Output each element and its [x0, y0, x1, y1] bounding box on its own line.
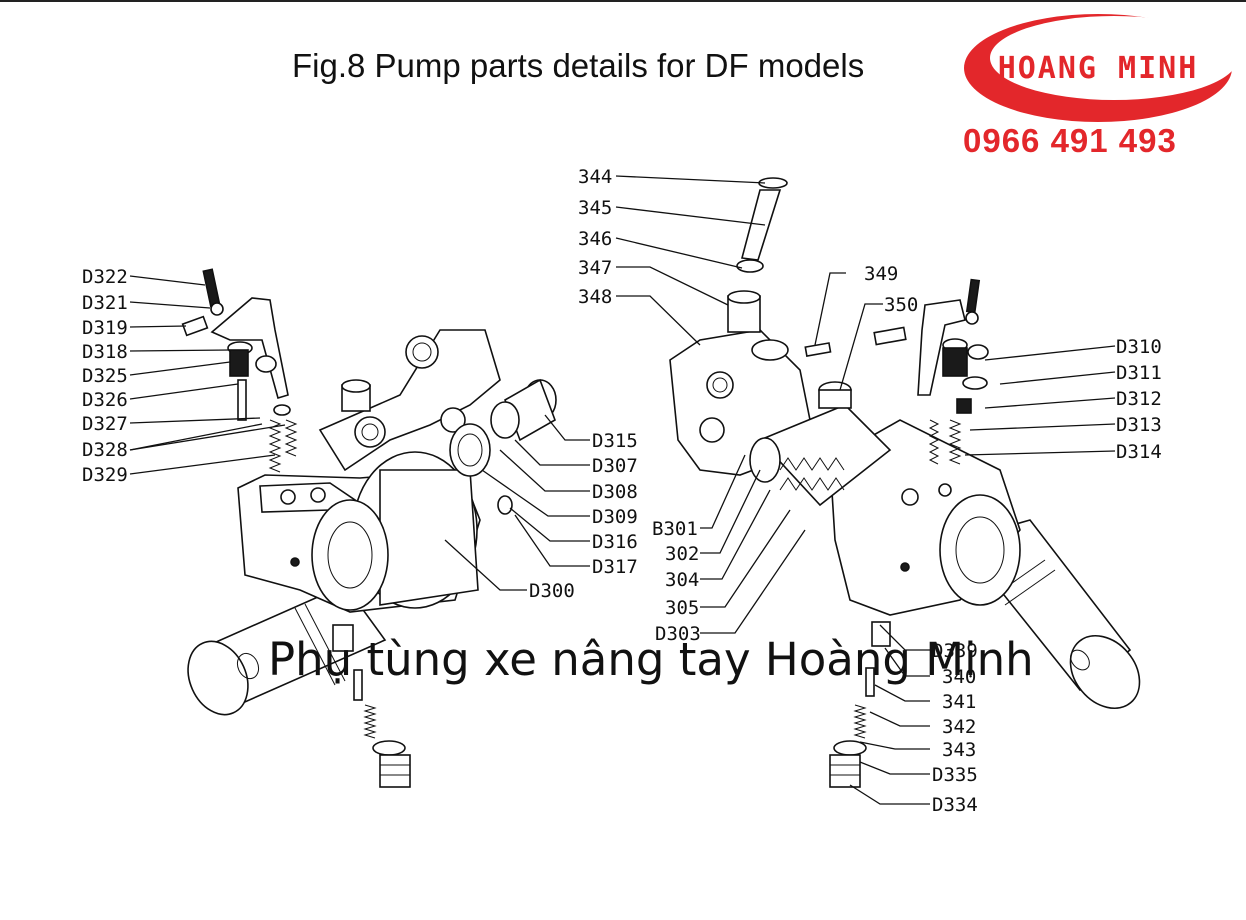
label-d310: D310	[1116, 336, 1162, 358]
label-302: 302	[665, 543, 699, 565]
label-d303: D303	[655, 623, 701, 645]
label-d321: D321	[82, 292, 128, 314]
label-305: 305	[665, 597, 699, 619]
label-349: 349	[864, 263, 898, 285]
label-348: 348	[578, 286, 612, 308]
label-d311: D311	[1116, 362, 1162, 384]
label-344: 344	[578, 166, 612, 188]
label-d319: D319	[82, 317, 128, 339]
label-340: 340	[942, 666, 976, 688]
label-d313: D313	[1116, 414, 1162, 436]
hoang-minh-logo: HOANG MINH	[964, 14, 1238, 122]
label-d329: D329	[82, 464, 128, 486]
label-304: 304	[665, 569, 699, 591]
label-d325: D325	[82, 365, 128, 387]
label-346: 346	[578, 228, 612, 250]
label-d327: D327	[82, 413, 128, 435]
label-d326: D326	[82, 389, 128, 411]
phone-number: 0966 491 493	[963, 122, 1177, 159]
label-d334: D334	[932, 794, 978, 816]
label-d312: D312	[1116, 388, 1162, 410]
label-d309: D309	[592, 506, 638, 528]
label-350: 350	[884, 294, 918, 316]
leader-lines	[129, 175, 1116, 805]
label-d317: D317	[592, 556, 638, 578]
watermark-text: Phụ tùng xe nâng tay Hoàng Minh	[268, 633, 1034, 686]
label-341: 341	[942, 691, 976, 713]
label-d335: D335	[932, 764, 978, 786]
figure-title: Fig.8 Pump parts details for DF models	[292, 47, 865, 84]
label-343: 343	[942, 739, 976, 761]
label-d315: D315	[592, 430, 638, 452]
part-labels: D322 D321 D319 D318 D325 D326 D327 D328 …	[82, 166, 1162, 816]
label-345: 345	[578, 197, 612, 219]
label-d316: D316	[592, 531, 638, 553]
label-b301: B301	[652, 518, 698, 540]
label-d314: D314	[1116, 441, 1162, 463]
right-pump-assembly	[669, 177, 1141, 788]
label-342: 342	[942, 716, 976, 738]
label-d322: D322	[82, 266, 128, 288]
label-d339: D339	[932, 640, 978, 662]
label-d318: D318	[82, 341, 128, 363]
label-d308: D308	[592, 481, 638, 503]
left-pump-assembly	[181, 268, 557, 788]
label-347: 347	[578, 257, 612, 279]
top-border-line	[0, 0, 1246, 2]
label-d307: D307	[592, 455, 638, 477]
logo-text: HOANG MINH	[998, 51, 1199, 86]
label-d300: D300	[529, 580, 575, 602]
label-d328: D328	[82, 439, 128, 461]
